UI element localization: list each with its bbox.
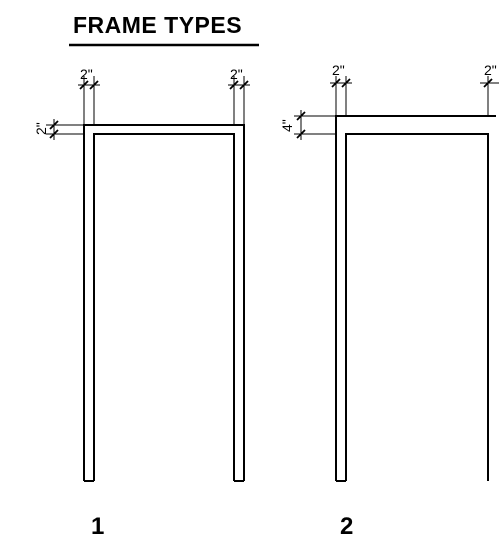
frame-1-head-dim-label: 2" — [33, 122, 49, 135]
frame-1-number: 1 — [91, 513, 104, 540]
frame-1 — [83, 124, 245, 482]
frame-2-dimensions — [294, 76, 499, 140]
frame-2-inner-outline — [345, 133, 489, 481]
frame-2-outer-outline — [335, 115, 496, 481]
frame-1-inner-outline — [93, 133, 235, 481]
frame-2 — [335, 115, 496, 482]
frame-1-dimensions — [46, 76, 250, 140]
frame-2-left-jamb-dim-label: 2" — [332, 62, 345, 78]
frame-1-left-jamb-dim-label: 2" — [80, 66, 93, 82]
frame-1-outer-outline — [83, 124, 245, 481]
frame-2-head-dim-label: 4" — [279, 119, 295, 132]
drawing-title: FRAME TYPES — [73, 12, 242, 38]
frame-2-number: 2 — [340, 513, 353, 540]
frame-1-right-jamb-dim-label: 2" — [230, 66, 243, 82]
frame-2-right-jamb-dim-label: 2" — [484, 62, 497, 78]
